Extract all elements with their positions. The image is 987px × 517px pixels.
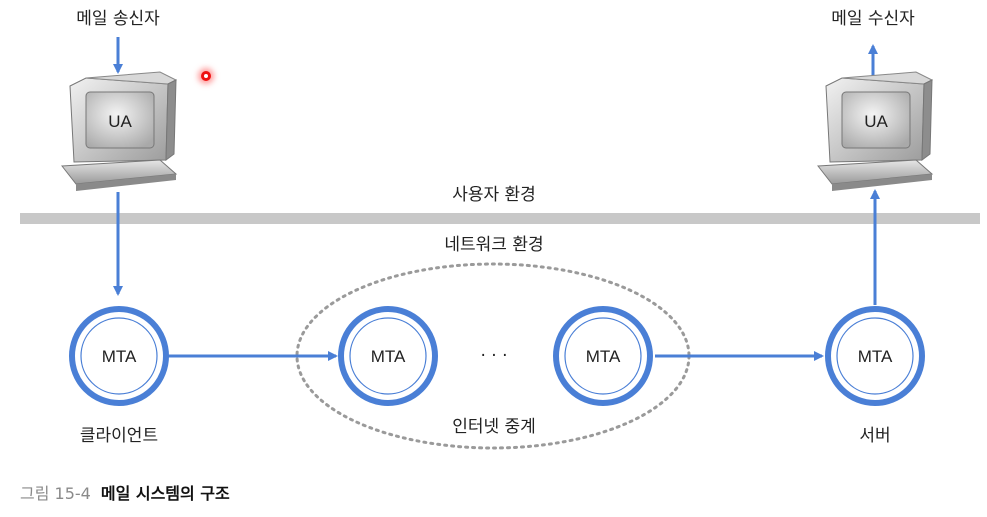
cursor-indicator bbox=[201, 71, 211, 81]
caption-title: 메일 시스템의 구조 bbox=[100, 484, 230, 503]
client-label: 클라이언트 bbox=[80, 426, 158, 446]
ua-label-left: UA bbox=[108, 112, 132, 131]
mail-system-diagram: 메일 송신자 메일 수신자 UA UA 사용자 환경 네트워크 환경 bbox=[20, 9, 980, 450]
monitor-icon bbox=[61, 71, 178, 191]
mta-node-client: MTA bbox=[69, 306, 169, 406]
mta-label: MTA bbox=[858, 347, 893, 366]
environment-divider bbox=[20, 213, 980, 224]
figure-caption: 그림 15-4 메일 시스템의 구조 bbox=[20, 480, 230, 504]
mta-node-relay-2: MTA bbox=[553, 306, 653, 406]
sender-label: 메일 송신자 bbox=[76, 9, 160, 29]
ua-label-right: UA bbox=[864, 112, 888, 131]
user-env-label: 사용자 환경 bbox=[452, 185, 536, 205]
mta-label: MTA bbox=[371, 347, 406, 366]
mta-node-relay-1: MTA bbox=[338, 306, 438, 406]
receiver-computer: UA bbox=[817, 71, 934, 191]
sender-computer: UA bbox=[61, 71, 178, 191]
receiver-label: 메일 수신자 bbox=[831, 9, 915, 29]
network-env-label: 네트워크 환경 bbox=[444, 235, 543, 255]
mta-label: MTA bbox=[586, 347, 621, 366]
relay-ellipsis: · · · bbox=[480, 346, 507, 366]
mta-node-server: MTA bbox=[825, 306, 925, 406]
relay-label: 인터넷 중계 bbox=[452, 417, 536, 437]
mta-label: MTA bbox=[102, 347, 137, 366]
monitor-icon bbox=[817, 71, 934, 191]
caption-number: 그림 15-4 bbox=[20, 484, 91, 503]
server-label: 서버 bbox=[859, 426, 890, 446]
